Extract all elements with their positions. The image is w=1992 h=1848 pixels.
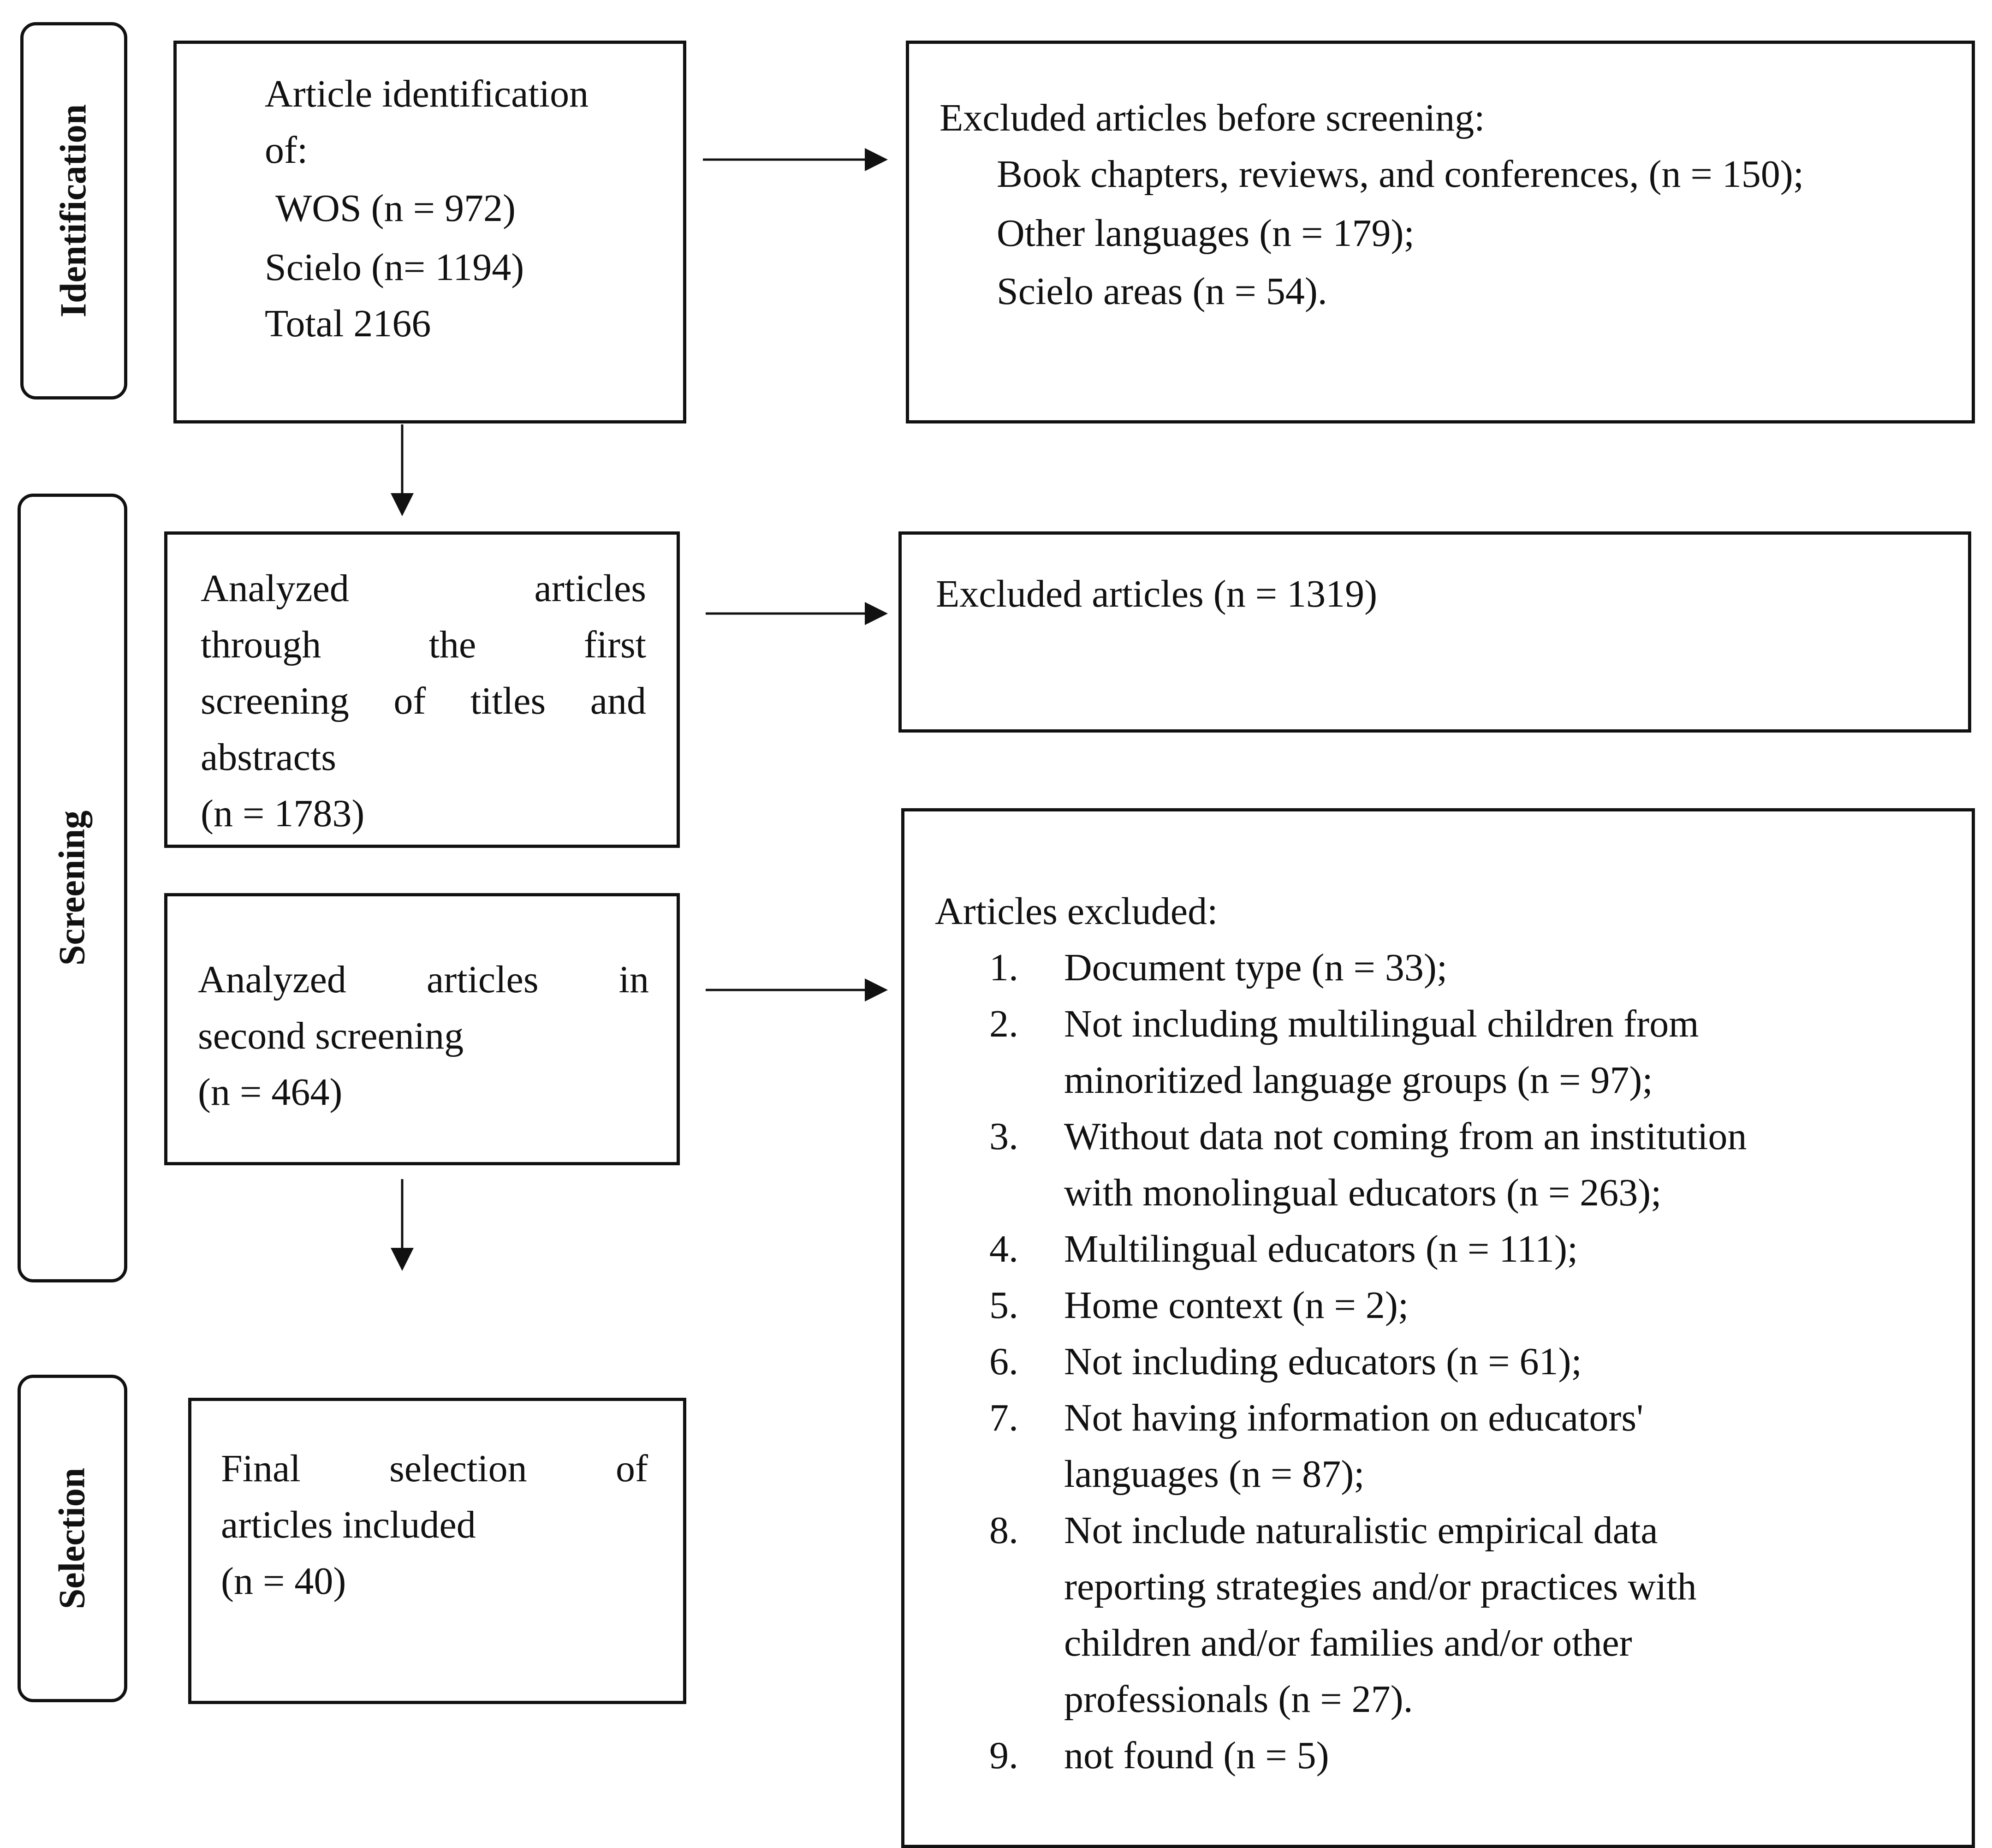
excluded-reason-text: languages (n = 87); <box>1064 1453 1365 1496</box>
first-screening-line4: abstracts <box>201 736 336 779</box>
excluded-reason-number: 1. <box>989 946 1018 989</box>
excluded-first-text: Excluded articles (n = 1319) <box>936 572 1378 615</box>
excluded-reason-number: 4. <box>989 1228 1018 1270</box>
excluded-reason-text: Without data not coming from an institut… <box>1064 1115 1747 1158</box>
excluded-reason-text: Document type (n = 33); <box>1064 946 1448 989</box>
identification-scielo: Scielo (n= 1194) <box>265 246 524 289</box>
excluded-reason-number: 6. <box>989 1340 1018 1383</box>
excluded-before-item: Scielo areas (n = 54). <box>997 270 1327 313</box>
excluded-reason-text: Not including educators (n = 61); <box>1064 1340 1582 1383</box>
first-screening-count: (n = 1783) <box>201 792 365 835</box>
first-screening-text: Analyzed articles through the first scre… <box>201 560 646 842</box>
second-screening-line1: Analyzed articles in <box>198 958 649 1001</box>
second-screening-box: Analyzed articles in second screening (n… <box>164 893 680 1165</box>
stage-screening: Screening <box>18 494 127 1282</box>
identification-line2: of: <box>265 129 308 172</box>
first-screening-line2: through the first <box>201 623 646 666</box>
excluded-reason-text: children and/or families and/or other <box>1064 1621 1632 1664</box>
excluded-reason-number: 2. <box>989 1002 1018 1045</box>
second-screening-count: (n = 464) <box>198 1071 343 1114</box>
excluded-before-heading: Excluded articles before screening: <box>940 96 1485 139</box>
excluded-reason-text: minoritized language groups (n = 97); <box>1064 1059 1653 1102</box>
final-selection-count: (n = 40) <box>221 1560 346 1603</box>
excluded-reason-text: not found (n = 5) <box>1064 1734 1329 1777</box>
excluded-reason-number: 3. <box>989 1115 1018 1158</box>
second-screening-text: Analyzed articles in second screening (n… <box>198 952 649 1121</box>
identification-line1: Article identification <box>265 72 589 115</box>
first-screening-line1: Analyzed articles <box>201 567 646 610</box>
final-selection-line2: articles included <box>221 1503 476 1546</box>
stage-selection: Selection <box>18 1375 127 1702</box>
excluded-reason-text: with monolingual educators (n = 263); <box>1064 1171 1662 1214</box>
excluded-reason-text: reporting strategies and/or practices wi… <box>1064 1565 1697 1608</box>
excluded-reason-text: Home context (n = 2); <box>1064 1284 1409 1327</box>
identification-wos: WOS (n = 972) <box>275 187 516 230</box>
first-screening-line3: screening of titles and <box>201 680 646 722</box>
identification-box: Article identification of: WOS (n = 972)… <box>173 41 686 423</box>
stage-identification: Identification <box>20 22 127 399</box>
excluded-reason-text: Not having information on educators' <box>1064 1396 1644 1439</box>
excluded-reason-text: professionals (n = 27). <box>1064 1678 1413 1721</box>
excluded-reason-text: Not including multilingual children from <box>1064 1002 1699 1045</box>
excluded-reason-number: 5. <box>989 1284 1018 1327</box>
excluded-reason-text: Multilingual educators (n = 111); <box>1064 1228 1578 1270</box>
excluded-before-item: Book chapters, reviews, and conferences,… <box>997 153 1804 196</box>
second-screening-line2: second screening <box>198 1014 464 1057</box>
excluded-reason-number: 8. <box>989 1509 1018 1552</box>
identification-total: Total 2166 <box>265 302 431 345</box>
excluded-before-item: Other languages (n = 179); <box>997 212 1415 255</box>
excluded-reason-number: 9. <box>989 1734 1018 1777</box>
final-selection-text: Final selection of articles included (n … <box>221 1441 648 1610</box>
excluded-before-screening-box: Excluded articles before screening: Book… <box>906 41 1975 423</box>
excluded-first-screening-box: Excluded articles (n = 1319) <box>898 531 1971 733</box>
excluded-reason-number: 7. <box>989 1396 1018 1439</box>
final-selection-box: Final selection of articles included (n … <box>188 1398 686 1704</box>
final-selection-line1: Final selection of <box>221 1447 648 1490</box>
excluded-second-screening-box: Articles excluded: 1. Document type (n = … <box>901 808 1975 1848</box>
excluded-second-heading: Articles excluded: <box>935 890 1218 933</box>
excluded-reason-text: Not include naturalistic empirical data <box>1064 1509 1658 1552</box>
first-screening-box: Analyzed articles through the first scre… <box>164 531 680 848</box>
